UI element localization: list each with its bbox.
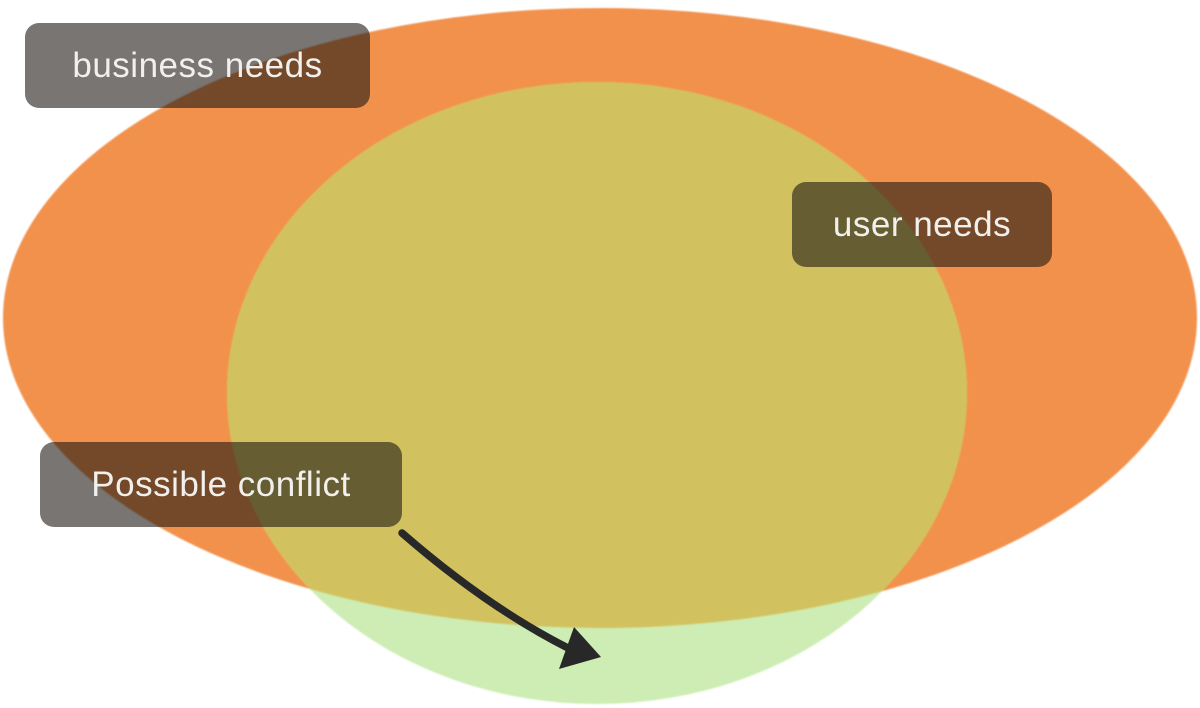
conflict-arrow-line: [398, 529, 572, 652]
overlap-region: [227, 82, 967, 628]
possible-conflict-label: Possible conflict: [40, 442, 402, 527]
possible-conflict-label-text: Possible conflict: [91, 465, 351, 504]
user-needs-label-text: user needs: [832, 205, 1012, 244]
user-needs-label: user needs: [792, 182, 1052, 267]
business-needs-label: business needs: [25, 23, 370, 108]
conflict-arrowhead-icon: [559, 627, 601, 669]
business-needs-label-text: business needs: [72, 46, 323, 85]
